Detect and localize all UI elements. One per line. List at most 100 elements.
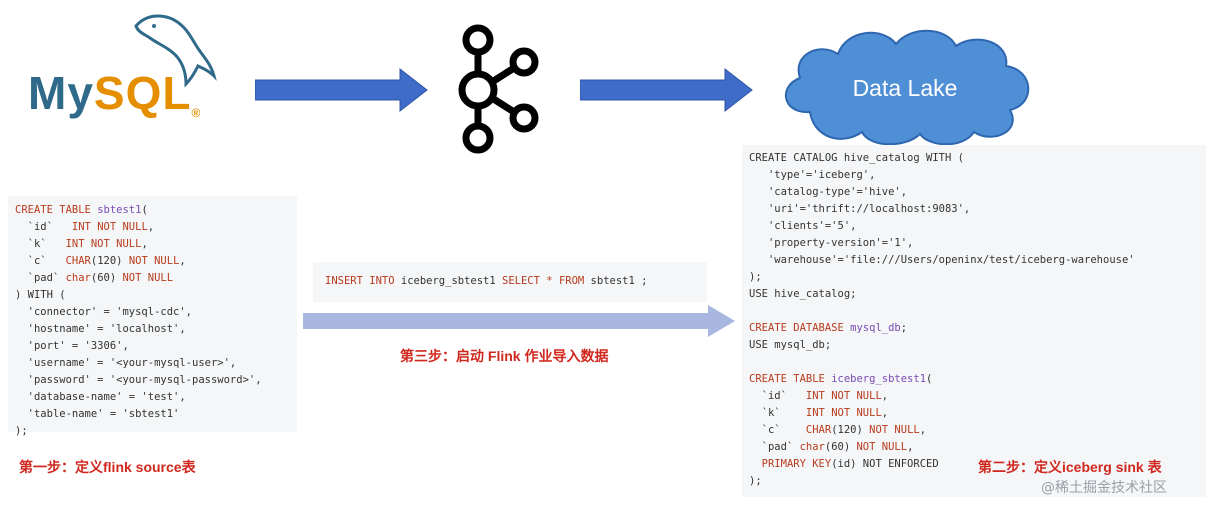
code-token: CREATE CATALOG hive_catalog WITH (: [749, 152, 964, 164]
code-token: (120): [831, 424, 870, 436]
code-token: ,: [907, 441, 914, 453]
mysql-text-my: My: [28, 67, 94, 119]
code-token: (: [141, 204, 148, 216]
code-token: 'warehouse'='file:///Users/openinx/test/…: [749, 254, 1135, 266]
sink-sql: CREATE CATALOG hive_catalog WITH ( 'type…: [749, 150, 1135, 490]
iceberg-sink-code-block: CREATE CATALOG hive_catalog WITH ( 'type…: [742, 145, 1206, 497]
code-token: char: [799, 441, 825, 453]
step2-label: 第二步：定义iceberg sink 表: [978, 457, 1162, 477]
source-code-line: `c` CHAR(120) NOT NULL,: [15, 253, 262, 270]
code-token: (60): [824, 441, 857, 453]
insert-code-line: INSERT INTO iceberg_sbtest1 SELECT * FRO…: [325, 273, 647, 290]
sink-code-line: );: [749, 473, 1135, 490]
source-code-line: `id` INT NOT NULL,: [15, 219, 262, 236]
code-token: NOT NULL: [122, 272, 174, 284]
code-token: `pad`: [15, 272, 66, 284]
sink-code-line: 'property-version'='1',: [749, 235, 1135, 252]
code-token: 'database-name' = 'test',: [15, 391, 186, 403]
sink-code-line: 'uri'='thrift://localhost:9083',: [749, 201, 1135, 218]
source-code-line: 'database-name' = 'test',: [15, 389, 262, 406]
code-token: 'username' = '<your-mysql-user>',: [15, 357, 237, 369]
source-code-line: ) WITH (: [15, 287, 262, 304]
code-token: `k`: [749, 407, 806, 419]
source-sql: CREATE TABLE sbtest1( `id` INT NOT NULL,…: [15, 202, 262, 440]
code-token: (: [926, 373, 933, 385]
sink-code-line: `c` CHAR(120) NOT NULL,: [749, 422, 1135, 439]
code-token: CHAR: [805, 424, 832, 436]
source-code-line: 'username' = '<your-mysql-user>',: [15, 355, 262, 372]
sink-code-line: CREATE TABLE iceberg_sbtest1(: [749, 371, 1135, 388]
source-code-line: 'password' = '<your-mysql-password>',: [15, 372, 262, 389]
code-token: USE hive_catalog;: [749, 288, 857, 300]
source-code-line: );: [15, 423, 262, 440]
code-token: );: [749, 475, 762, 487]
sink-code-line: [749, 303, 1135, 320]
sink-code-line: CREATE CATALOG hive_catalog WITH (: [749, 150, 1135, 167]
code-token: iceberg_sbtest1: [394, 275, 503, 287]
watermark: @稀土掘金技术社区: [1041, 480, 1167, 496]
code-token: PRIMARY KEY: [761, 458, 832, 470]
dolphin-icon: [134, 14, 217, 88]
source-code-line: `pad` char(60) NOT NULL: [15, 270, 262, 287]
insert-sql: INSERT INTO iceberg_sbtest1 SELECT * FRO…: [325, 273, 647, 290]
code-token: (120): [90, 255, 129, 267]
code-token: mysql_db: [850, 322, 901, 334]
code-token: 'port' = '3306',: [15, 340, 129, 352]
code-token: USE mysql_db;: [749, 339, 832, 351]
arrow-job-to-sink: [303, 305, 735, 337]
step1-label: 第一步：定义flink source表: [19, 459, 196, 475]
sink-code-line: 'type'='iceberg',: [749, 167, 1135, 184]
code-token: ) WITH (: [15, 289, 66, 301]
registered-mark: ®: [191, 106, 202, 120]
code-token: char: [65, 272, 91, 284]
code-token: ,: [147, 221, 155, 233]
code-token: CREATE TABLE: [749, 373, 825, 385]
code-token: 'type'='iceberg',: [749, 169, 876, 181]
step3-label: 第三步：启动 Flink 作业导入数据: [400, 348, 609, 364]
code-token: (60): [90, 272, 123, 284]
kafka-icon: [458, 24, 539, 154]
code-token: NOT NULL: [869, 424, 920, 436]
arrow-kafka-to-datalake: [580, 67, 753, 113]
sink-code-line: PRIMARY KEY(id) NOT ENFORCED: [749, 456, 1135, 473]
code-token: `id`: [749, 390, 806, 402]
code-token: );: [15, 425, 28, 437]
code-token: 'connector' = 'mysql-cdc',: [15, 306, 193, 318]
code-token: 'password' = '<your-mysql-password>',: [15, 374, 262, 386]
code-token: CHAR: [65, 255, 91, 267]
insert-code-block: INSERT INTO iceberg_sbtest1 SELECT * FRO…: [313, 262, 707, 302]
data-lake-cloud: Data Lake: [770, 20, 1040, 148]
cloud-icon: [784, 29, 1030, 146]
sink-code-line: `id` INT NOT NULL,: [749, 388, 1135, 405]
data-lake-label: Data Lake: [852, 75, 958, 101]
sink-code-line: );: [749, 269, 1135, 286]
code-token: ;: [900, 322, 908, 334]
code-token: INT NOT NULL: [65, 238, 142, 250]
code-token: INT NOT NULL: [805, 390, 882, 402]
code-token: sbtest1: [97, 204, 142, 216]
code-token: INSERT INTO: [325, 275, 395, 287]
code-token: SELECT: [502, 275, 540, 287]
code-token: iceberg_sbtest1: [831, 373, 927, 385]
code-token: 'table-name' = 'sbtest1': [15, 408, 180, 420]
arrow-mysql-to-kafka: [255, 67, 428, 113]
code-token: NOT NULL: [128, 255, 180, 267]
sink-code-line: USE mysql_db;: [749, 337, 1135, 354]
sink-code-line: `k` INT NOT NULL,: [749, 405, 1135, 422]
sink-code-line: 'clients'='5',: [749, 218, 1135, 235]
code-token: CREATE DATABASE: [749, 322, 844, 334]
code-token: 'clients'='5',: [749, 220, 857, 232]
code-token: CREATE TABLE: [15, 204, 91, 216]
sink-code-line: CREATE DATABASE mysql_db;: [749, 320, 1135, 337]
sink-code-line: 'warehouse'='file:///Users/openinx/test/…: [749, 252, 1135, 269]
sink-code-line: 'catalog-type'='hive',: [749, 184, 1135, 201]
code-token: ,: [179, 255, 186, 267]
code-token: *: [546, 275, 553, 287]
sink-code-line: `pad` char(60) NOT NULL,: [749, 439, 1135, 456]
code-token: INT NOT NULL: [71, 221, 148, 233]
code-token: `pad`: [749, 441, 800, 453]
code-token: [749, 458, 762, 470]
code-token: `c`: [15, 255, 66, 267]
code-token: ,: [141, 238, 148, 250]
code-token: sbtest1 ;: [584, 275, 648, 287]
